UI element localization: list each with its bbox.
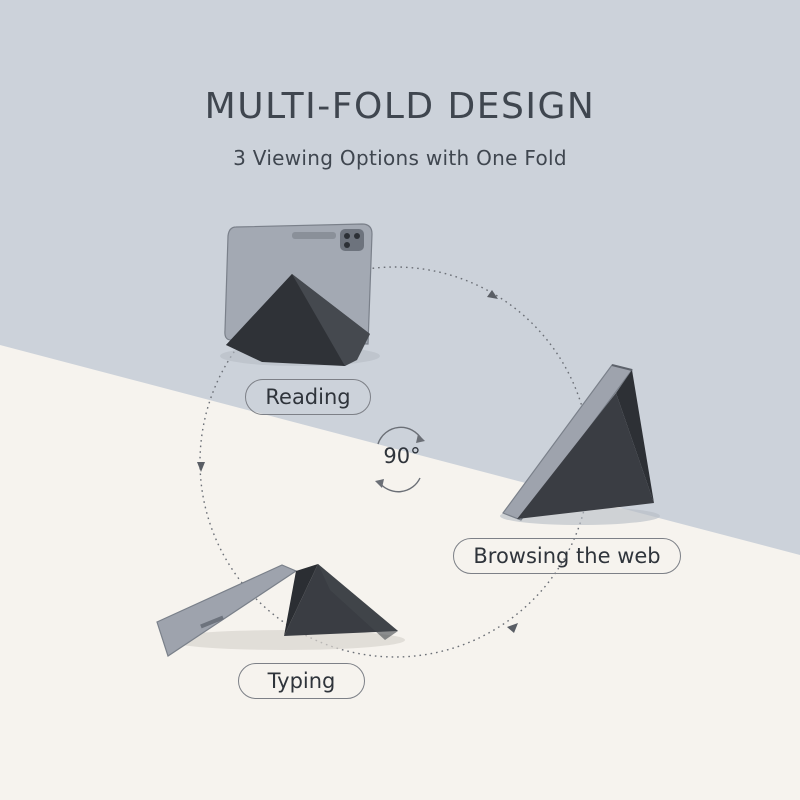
rotation-angle-label: 90° (383, 444, 421, 468)
page-title: MULTI-FOLD DESIGN (204, 86, 596, 127)
mode-label-browsing: Browsing the web (453, 538, 681, 574)
arrow-icon (197, 462, 205, 472)
tablet-reading (220, 223, 380, 366)
rotate-arrow-icon (416, 434, 425, 443)
tablet-browsing (500, 364, 660, 525)
arrow-icon (487, 290, 498, 299)
rotate-arrow-icon (375, 479, 384, 488)
tablet-typing (156, 564, 405, 657)
mode-label-typing: Typing (238, 663, 365, 699)
upper-background (0, 0, 800, 555)
mode-label-reading: Reading (245, 379, 371, 415)
page-subtitle: 3 Viewing Options with One Fold (233, 146, 567, 170)
arrow-icon (507, 623, 518, 633)
rotate-arc-icon (378, 477, 421, 493)
